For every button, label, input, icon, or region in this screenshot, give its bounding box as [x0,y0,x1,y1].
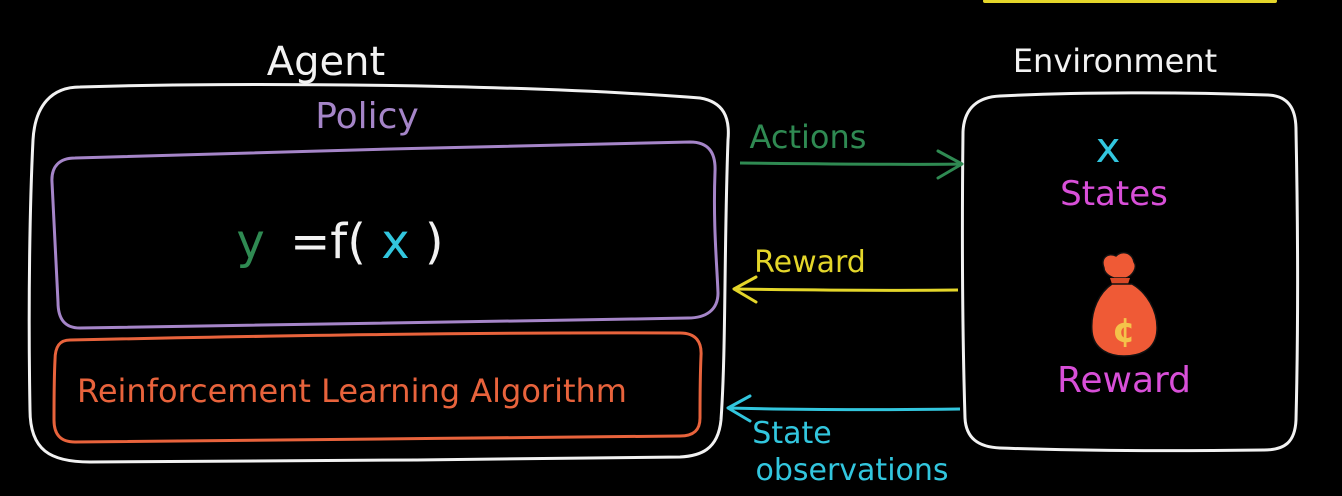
policy-box [50,140,720,330]
reward-arrow [732,275,959,304]
actions-arrow [739,149,964,180]
actions-arrow-head [936,149,964,180]
rl-algorithm-label: Reinforcement Learning Algorithm [77,372,627,410]
actions-arrow-line [739,161,963,166]
rl-algorithm-box [52,331,703,444]
money-bag-body [1091,283,1158,357]
state-observations-arrow [726,394,961,423]
state-arrow-line [727,406,961,412]
environment-x-symbol: x [1096,123,1121,172]
actions-label: Actions [750,118,867,156]
state-arrow-head [726,394,752,423]
policy-equation: y =f( x ) [236,214,443,270]
reward-arrow-head [732,275,758,304]
equation-end: ) [425,214,444,270]
state-label-line2: observations [755,453,948,488]
reward-arrow-line [733,287,959,292]
reward-arrow-label: Reward [754,245,866,280]
states-label: States [1060,174,1168,214]
environment-box [960,91,1299,453]
equation-middle: =f( [290,214,366,270]
state-label-line1: State [752,416,831,451]
cent-symbol: ¢ [1112,311,1136,351]
equation-y: y [236,214,264,270]
environment-title: Environment [1013,42,1217,80]
agent-title: Agent [267,39,385,85]
agent-box [27,83,730,464]
money-bag-icon: ¢ [1091,251,1158,357]
money-bag-tie [1110,278,1130,284]
policy-label: Policy [315,96,419,137]
equation-x: x [381,214,409,270]
money-bag-top [1102,251,1137,279]
environment-reward-label: Reward [1057,360,1191,401]
